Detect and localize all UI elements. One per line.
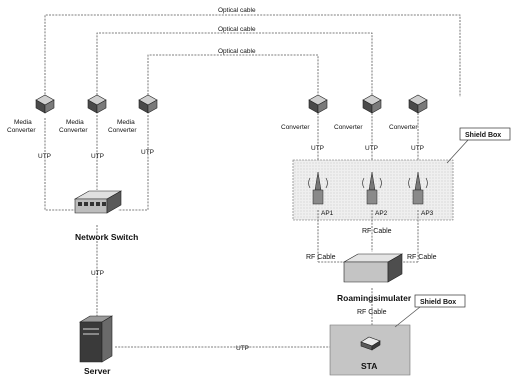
rf-cable-label-left: RF Cable xyxy=(306,254,336,261)
shield-box-sta xyxy=(329,324,411,376)
mc-label-1b: Converter xyxy=(7,127,36,134)
shield-box-label-2: Shield Box xyxy=(420,299,456,306)
shield-box-callout-1 xyxy=(446,139,469,164)
optical-cable-2 xyxy=(96,32,373,98)
ap2 xyxy=(362,171,382,205)
sta-device xyxy=(360,336,381,351)
ap1-label: AP1 xyxy=(321,210,334,217)
server-label: Server xyxy=(84,366,111,376)
media-converter-right-3 xyxy=(408,94,428,114)
mc-label-5: Converter xyxy=(334,124,363,131)
utp-label-right: UTP xyxy=(141,149,154,156)
optical-cable-1 xyxy=(44,14,461,107)
mc-label-1a: Media xyxy=(14,119,32,126)
media-converter-left-1 xyxy=(35,94,55,114)
optical-cable-3 xyxy=(147,54,319,98)
media-converter-left-2 xyxy=(87,94,107,114)
shield-box-label-1: Shield Box xyxy=(465,132,501,139)
optical-cable-label-2: Optical cable xyxy=(218,26,256,33)
sta-label: STA xyxy=(361,361,377,371)
ap1 xyxy=(308,171,328,205)
roaming-simulator-label: Roamingsimulater xyxy=(337,293,412,303)
network-switch xyxy=(73,190,123,214)
ap2-label: AP2 xyxy=(375,210,388,217)
shield-box-label-frame-1 xyxy=(459,127,511,141)
media-converter-left-3 xyxy=(138,94,158,114)
roaming-simulator xyxy=(342,253,404,283)
rf-cable-label-top: RF Cable xyxy=(362,228,392,235)
mc-label-2a: Media xyxy=(66,119,84,126)
shield-box-callout-2 xyxy=(394,306,421,328)
ap3 xyxy=(408,171,428,205)
utp-label-ap2: UTP xyxy=(365,145,378,152)
rf-cable-label-bottom: RF Cable xyxy=(357,309,387,316)
utp-label-ap3: UTP xyxy=(411,145,424,152)
utp-line-left xyxy=(44,118,80,211)
optical-cable-label-1: Optical cable xyxy=(218,7,256,14)
utp-label-left: UTP xyxy=(38,153,51,160)
mc-label-4: Converter xyxy=(281,124,310,131)
media-converter-right-2 xyxy=(362,94,382,114)
optical-cable-label-3: Optical cable xyxy=(218,48,256,55)
network-switch-label: Network Switch xyxy=(75,232,138,242)
server xyxy=(78,315,114,363)
mc-label-6: Converter xyxy=(389,124,418,131)
utp-label-center: UTP xyxy=(91,153,104,160)
mc-label-3b: Converter xyxy=(108,127,137,134)
utp-label-ap1: UTP xyxy=(311,145,324,152)
media-converter-right-1 xyxy=(308,94,328,114)
rf-cable-label-right: RF Cable xyxy=(407,254,437,261)
shield-box-label-frame-2 xyxy=(414,294,466,308)
mc-label-3a: Media xyxy=(117,119,135,126)
ap3-label: AP3 xyxy=(421,210,434,217)
utp-label-server-sta: UTP xyxy=(236,345,249,352)
utp-label-switch-server: UTP xyxy=(91,270,104,277)
mc-label-2b: Converter xyxy=(59,127,88,134)
